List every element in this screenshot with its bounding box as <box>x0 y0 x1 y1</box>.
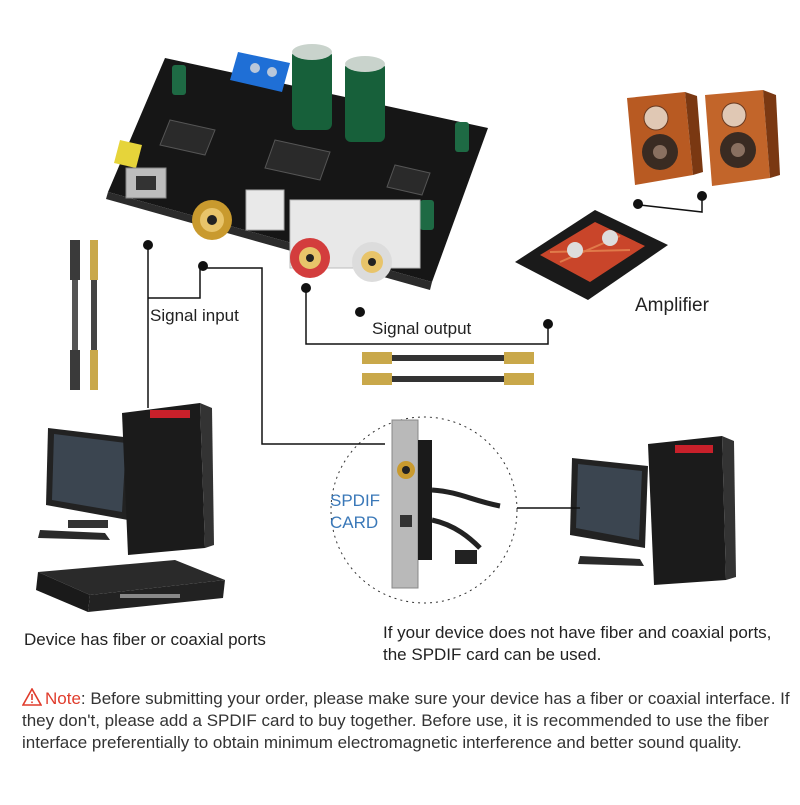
desktop-pc-left <box>38 403 214 555</box>
warning-triangle-icon <box>22 688 42 706</box>
decoder-board <box>106 44 488 290</box>
spdif-card <box>330 416 518 604</box>
connection-lines <box>147 196 703 509</box>
speaker-pair <box>627 90 780 186</box>
note-prefix: Note <box>45 689 81 708</box>
input-cables <box>70 240 98 390</box>
spdif-card-label: SPDIF CARD <box>330 490 380 534</box>
desktop-pc-right <box>570 436 736 585</box>
note-paragraph: Note: Before submitting your order, plea… <box>22 688 792 754</box>
amplifier-board <box>515 210 668 300</box>
connection-dots <box>143 191 707 329</box>
signal-input-label: Signal input <box>150 306 239 325</box>
dvd-player <box>36 560 225 612</box>
caption-left: Device has fiber or coaxial ports <box>24 630 266 649</box>
signal-output-label: Signal output <box>372 319 472 338</box>
spdif-label-line2: CARD <box>330 513 379 532</box>
caption-right: If your device does not have fiber and c… <box>383 623 772 664</box>
note-text: : Before submitting your order, please m… <box>22 689 790 752</box>
spdif-label-line1: SPDIF <box>330 491 381 510</box>
amplifier-label: Amplifier <box>635 295 709 316</box>
rca-cable <box>362 352 534 385</box>
